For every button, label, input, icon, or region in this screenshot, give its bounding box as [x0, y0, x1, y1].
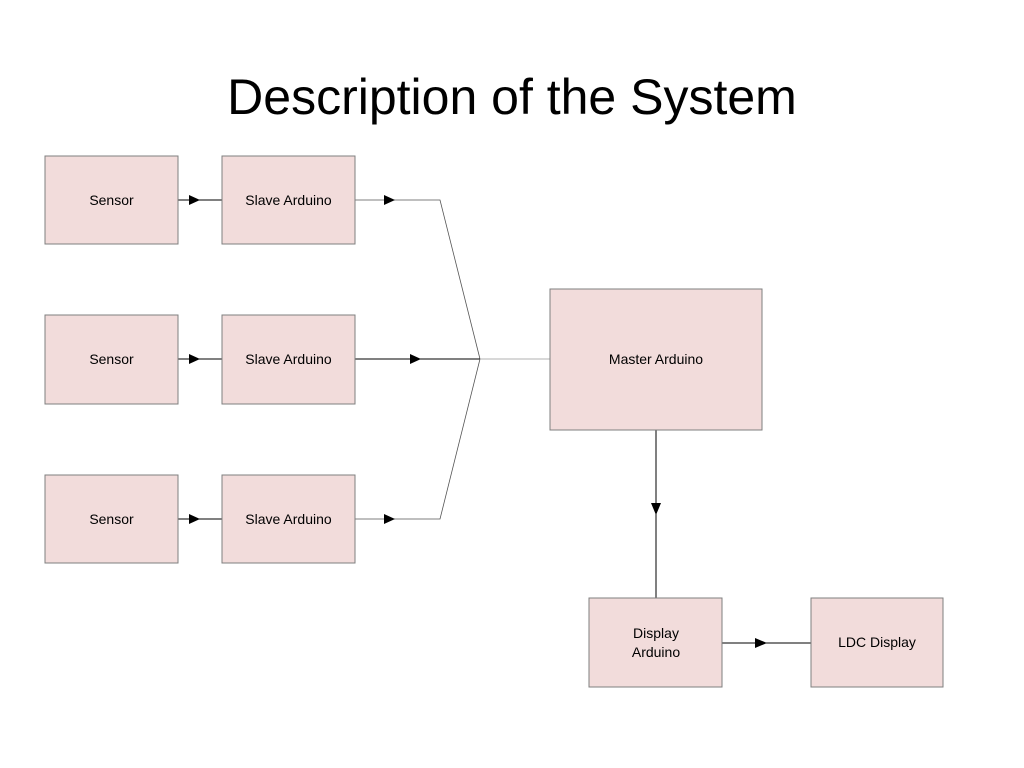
node-slave-arduino-1: Slave Arduino [221, 155, 356, 245]
node-display-arduino: Display Arduino [588, 597, 723, 688]
edge-sensor-2-to-slave-2 [178, 354, 222, 364]
node-display-arduino-label-line-2: Arduino [632, 644, 680, 660]
node-sensor-3: Sensor [44, 474, 179, 564]
edge-slave-3-to-master [355, 358, 481, 524]
edge-sensor-3-to-slave-3 [178, 514, 222, 524]
page-title: Description of the System [227, 69, 797, 125]
node-slave-arduino-3-label: Slave Arduino [245, 511, 332, 527]
node-display-arduino-label-line-1: Display [633, 625, 679, 641]
node-sensor-1-label: Sensor [89, 192, 134, 208]
node-sensor-1: Sensor [44, 155, 179, 245]
node-master-arduino: Master Arduino [549, 288, 763, 431]
edge-master-to-display-arduino [651, 430, 661, 598]
edge-display-arduino-to-ldc-display [722, 638, 811, 648]
node-sensor-3-label: Sensor [89, 511, 134, 527]
edge-slave-1-to-master [355, 195, 481, 360]
node-sensor-2: Sensor [44, 314, 179, 405]
node-ldc-display-label: LDC Display [838, 634, 916, 650]
node-slave-arduino-3: Slave Arduino [221, 474, 356, 564]
node-sensor-2-label: Sensor [89, 351, 134, 367]
edge-sensor-1-to-slave-1 [178, 195, 222, 205]
node-slave-arduino-2-label: Slave Arduino [245, 351, 332, 367]
edge-slave-2-to-master [355, 354, 480, 364]
node-slave-arduino-1-label: Slave Arduino [245, 192, 332, 208]
node-master-arduino-label: Master Arduino [609, 351, 703, 367]
node-slave-arduino-2: Slave Arduino [221, 314, 356, 405]
node-ldc-display: LDC Display [810, 597, 944, 688]
